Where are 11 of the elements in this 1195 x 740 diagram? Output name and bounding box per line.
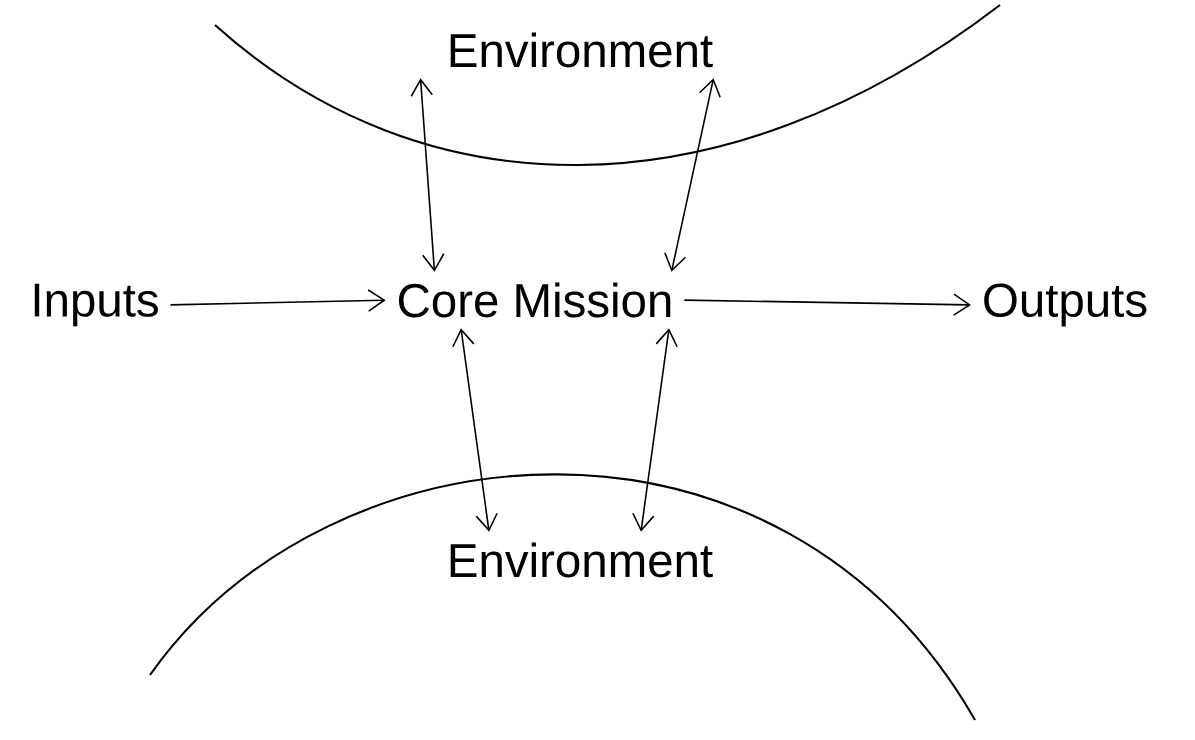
arrow <box>169 289 386 312</box>
arrow <box>683 293 972 316</box>
arrow <box>410 78 445 272</box>
arrow <box>452 328 498 532</box>
arrow <box>664 78 721 272</box>
node-label: Environment <box>450 32 713 68</box>
node-label: Environment <box>450 542 713 578</box>
node-label: Outputs <box>984 283 1147 327</box>
arrow <box>632 328 678 532</box>
node-label: Inputs <box>34 283 158 327</box>
node-label: Core Mission <box>399 282 671 318</box>
